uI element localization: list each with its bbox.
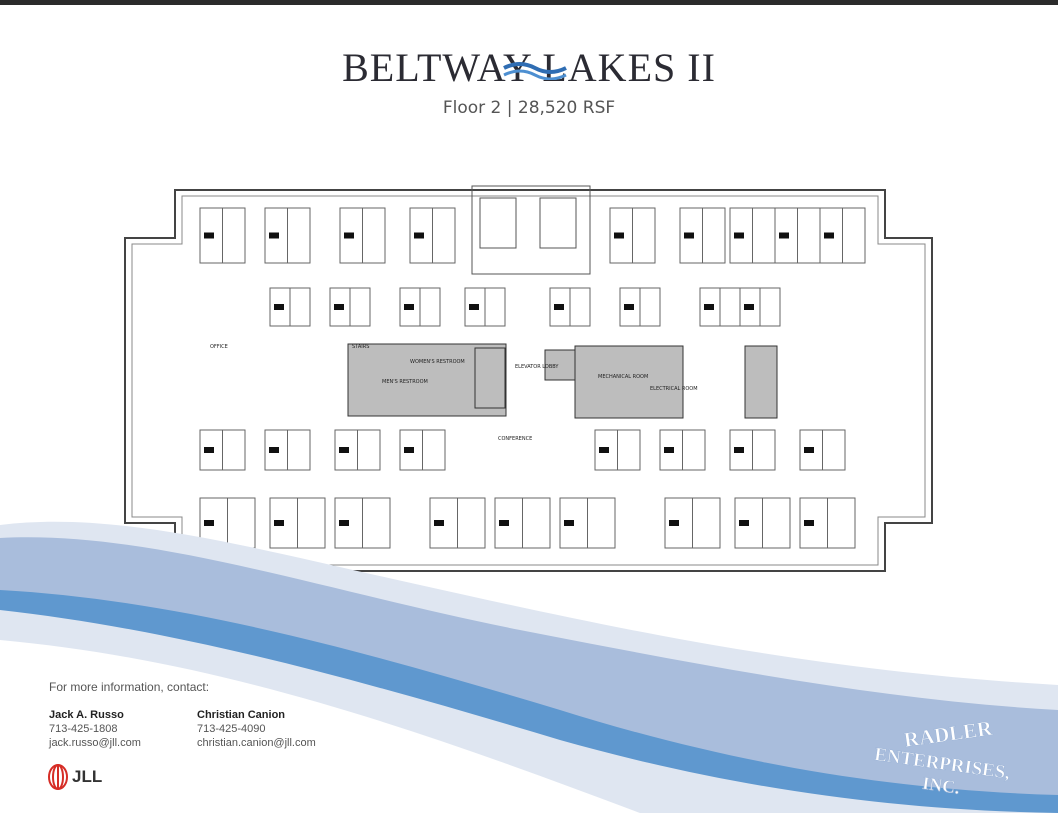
contact-email[interactable]: jack.russo@jll.com	[49, 737, 141, 749]
contact-phone: 713-425-4090	[197, 723, 266, 735]
room-label-mens: MEN'S RESTROOM	[382, 379, 428, 385]
contact-name: Jack A. Russo	[49, 709, 124, 721]
room-label-office: OFFICE	[210, 344, 228, 350]
room-label-conference: CONFERENCE	[498, 436, 532, 442]
jll-wordmark: JLL	[72, 767, 103, 786]
contact-intro: For more information, contact:	[49, 680, 210, 694]
room-label-stairs: STAIRS	[352, 344, 369, 350]
contact-email[interactable]: christian.canion@jll.com	[197, 737, 316, 749]
svg-text:RADLER: RADLER	[902, 718, 994, 752]
svg-text:INC.: INC.	[921, 773, 961, 798]
floor-subtitle: Floor 2 | 28,520 RSF	[442, 98, 616, 118]
room-label-elevator: ELEVATOR LOBBY	[515, 364, 559, 370]
room-label-mechanical: MECHANICAL ROOM	[598, 374, 648, 380]
room-label-electrical: ELECTRICAL ROOM	[650, 386, 698, 392]
contact-phone: 713-425-1808	[49, 723, 118, 735]
jll-mark-icon	[48, 764, 68, 790]
room-label-womens: WOMEN'S RESTROOM	[410, 359, 465, 365]
decorative-waves	[0, 521, 1058, 813]
floor-plan: MECHANICAL ROOM ELECTRICAL ROOM WOMEN'S …	[124, 185, 933, 572]
top-border	[0, 0, 1058, 5]
radler-logo: RADLER ENTERPRISES, INC.	[873, 718, 1012, 798]
jll-logo: JLL	[48, 764, 102, 790]
core-area	[347, 343, 778, 419]
title-wave-icon	[503, 62, 567, 80]
contact-name: Christian Canion	[197, 709, 286, 721]
contact-card-canion: Christian Canion 713-425-4090 christian.…	[197, 708, 316, 750]
contact-card-russo: Jack A. Russo 713-425-1808 jack.russo@jl…	[49, 708, 141, 750]
building-title: BELTWAY LAKES II	[342, 45, 716, 90]
